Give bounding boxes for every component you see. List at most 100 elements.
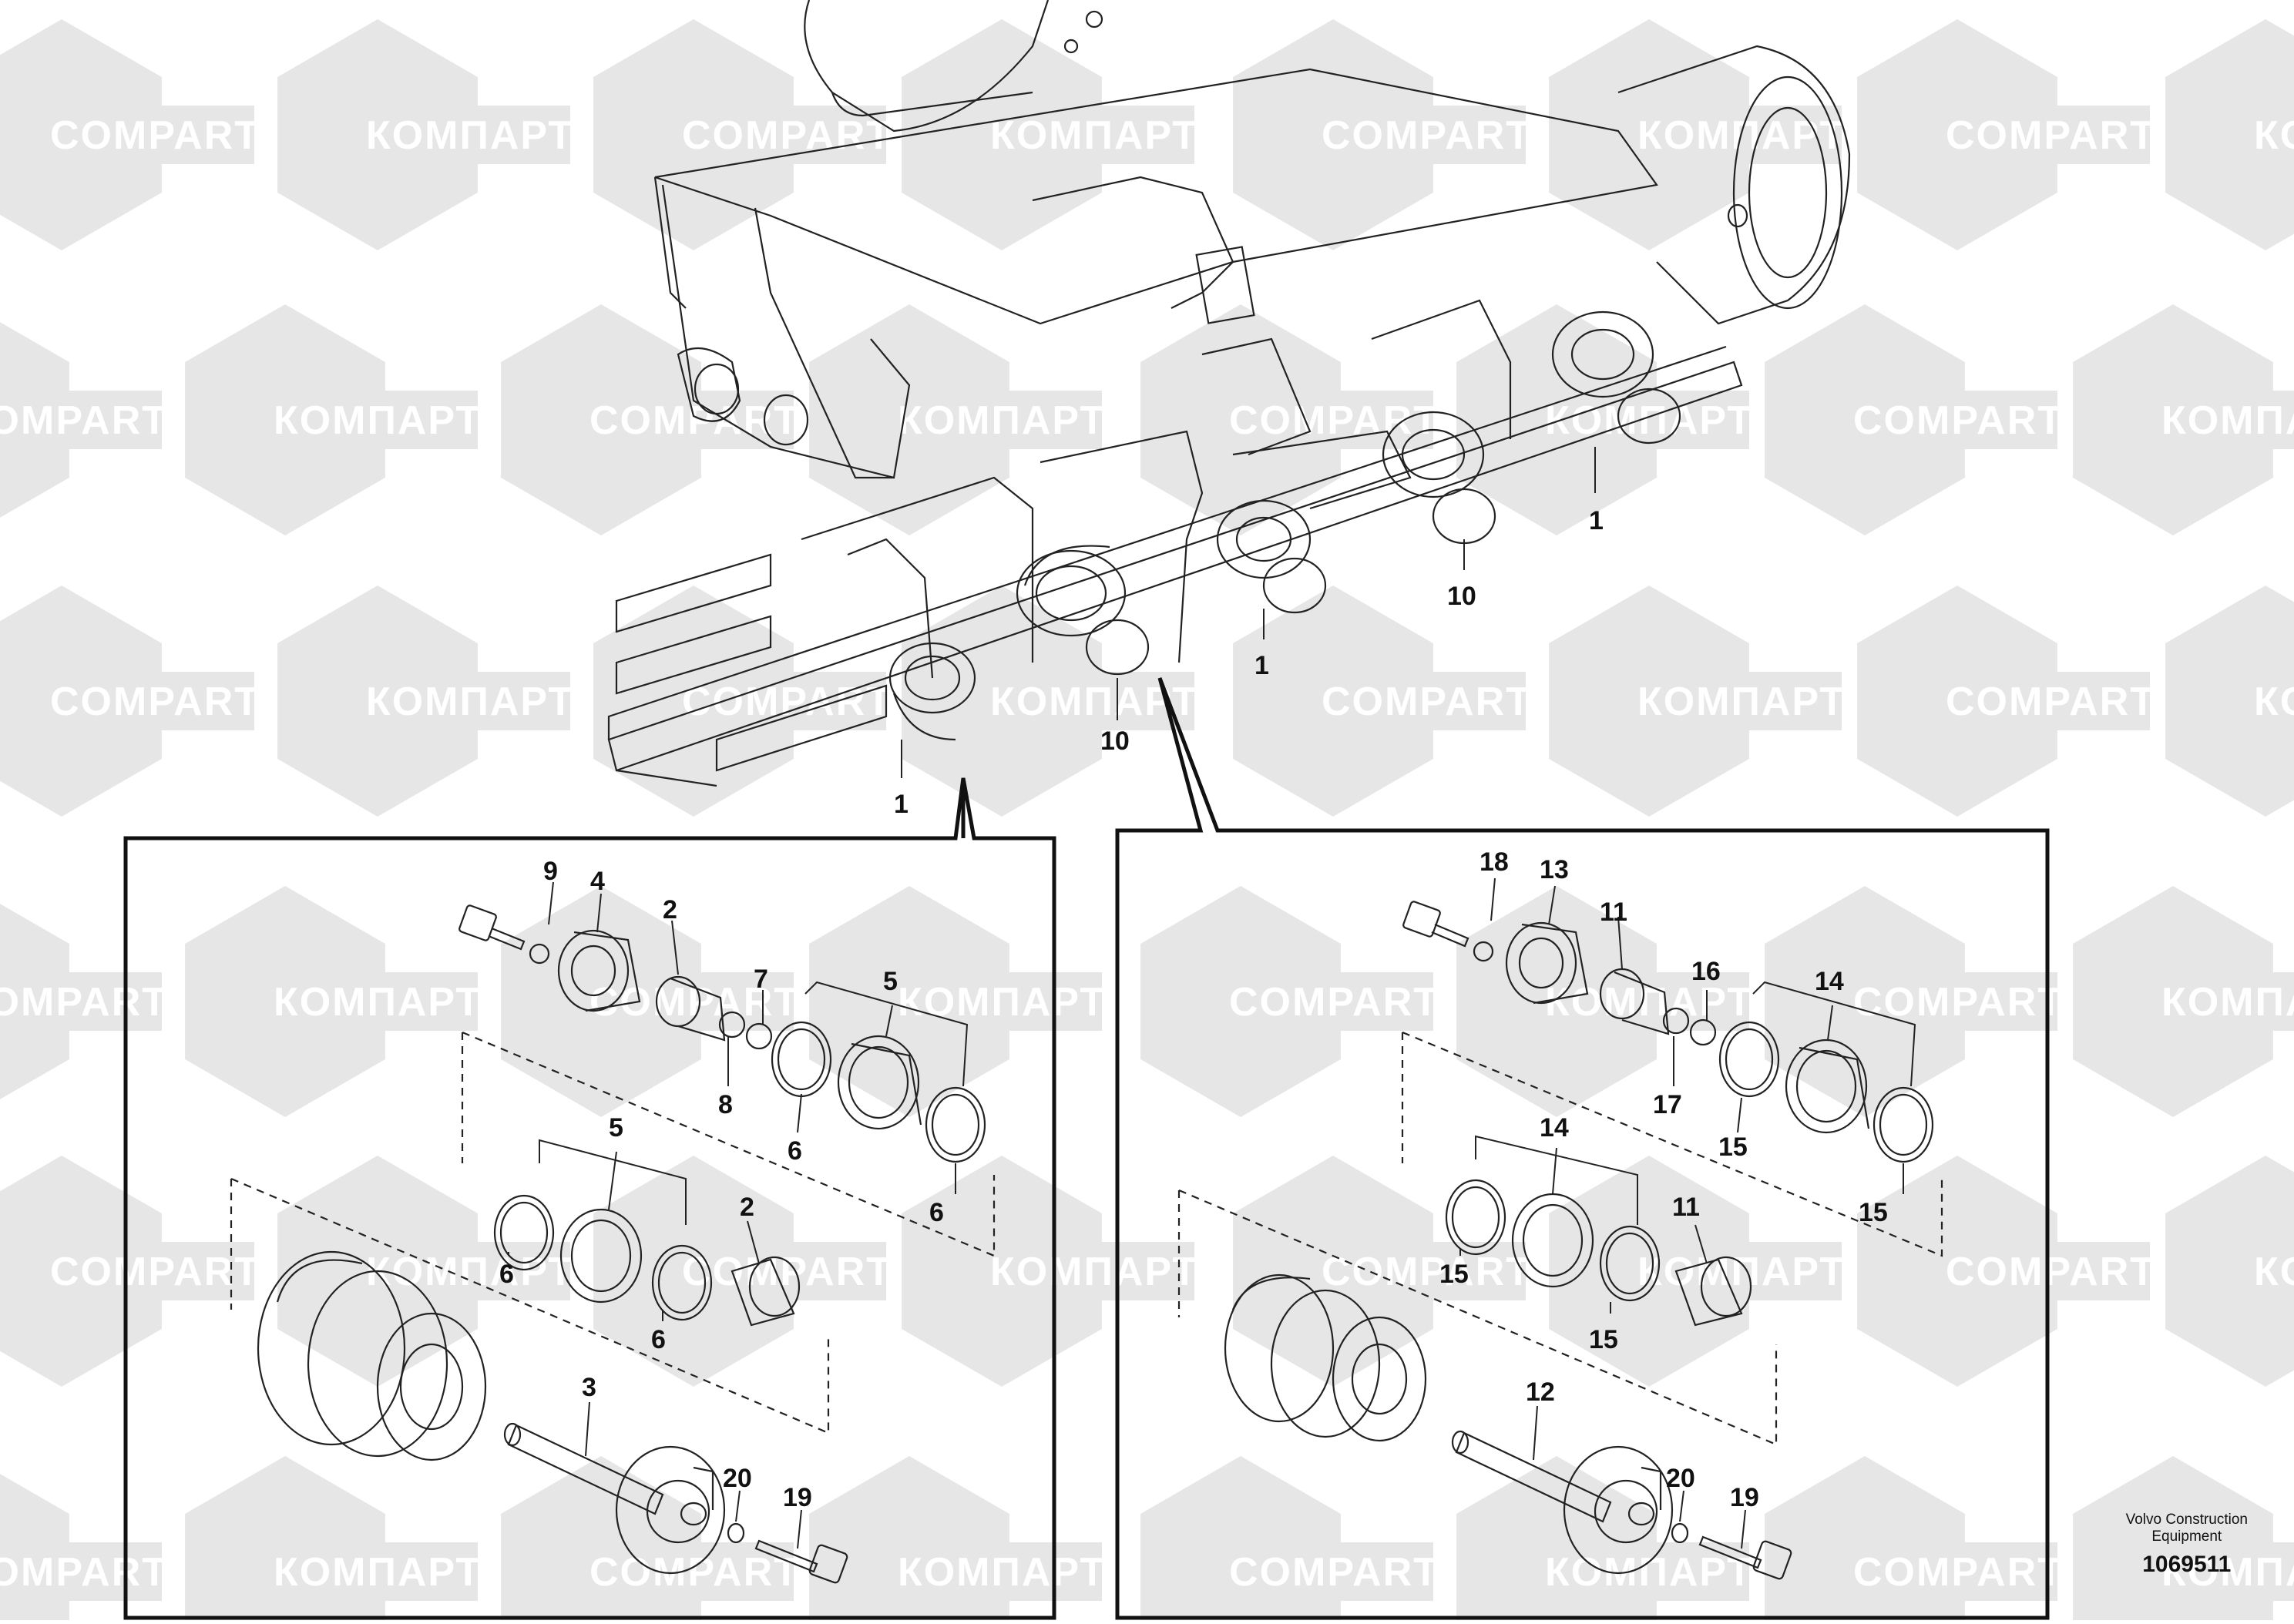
watermark-text: COMPART xyxy=(589,398,800,443)
callout-left-6c: 6 xyxy=(499,1260,514,1289)
right-callouts: 18 13 11 16 14 17 15 15 14 11 15 15 12 2… xyxy=(1439,847,1888,1512)
undercarriage-frame-drawing xyxy=(607,0,1851,787)
watermark-text: COMPART xyxy=(0,398,168,443)
callout-left-2a: 2 xyxy=(663,895,677,924)
callout-main-1c: 1 xyxy=(894,790,909,819)
watermark-text: КОМПАРТ xyxy=(990,113,1198,158)
watermark-banner xyxy=(1934,106,2150,164)
callout-left-19: 19 xyxy=(783,1483,812,1512)
watermark-banner xyxy=(578,1542,794,1601)
watermark-banner xyxy=(262,391,478,449)
shaft-left xyxy=(503,1422,664,1515)
callout-right-18: 18 xyxy=(1480,847,1509,877)
watermark-text: КОМПАРТ xyxy=(274,980,482,1025)
watermark-banner xyxy=(1626,1242,1842,1300)
watermark-banner xyxy=(2150,391,2294,449)
callout-left-6b: 6 xyxy=(929,1198,944,1227)
watermark-text: КОМПАРТ xyxy=(366,1250,574,1294)
watermark-text: COMPART xyxy=(50,113,260,158)
callout-right-19: 19 xyxy=(1730,1483,1759,1512)
callout-left-7: 7 xyxy=(754,965,768,994)
watermark-text: COMPART xyxy=(1853,1550,2064,1595)
watermark-text: COMPART xyxy=(1229,1550,1439,1595)
bushing-mid-right xyxy=(1674,1256,1752,1327)
bolt-bottom-right xyxy=(1698,1535,1792,1580)
track-roller-detail-left xyxy=(257,1250,487,1461)
callout-main-1b: 1 xyxy=(1254,651,1269,680)
callout-left-9: 9 xyxy=(543,857,558,886)
watermark-text: КОМПАРТ xyxy=(274,398,482,443)
watermark-banner xyxy=(1218,1542,1433,1601)
callout-main-1a: 1 xyxy=(1589,506,1604,535)
track-roller-detail-right xyxy=(1224,1273,1427,1442)
watermark-banner xyxy=(1842,1542,2057,1601)
watermark-text: КОМПАРТ xyxy=(2254,1250,2294,1294)
watermark-text: COMPART xyxy=(50,1250,260,1294)
watermark-text: КОМПАРТ xyxy=(1545,398,1753,443)
watermark-text: КОМПАРТ xyxy=(274,1550,482,1595)
watermark-text: КОМПАРТ xyxy=(366,113,574,158)
watermark-banner xyxy=(979,1242,1194,1300)
bolt-top-left xyxy=(458,904,526,951)
watermark-text: COMPART xyxy=(589,1550,800,1595)
shaft-right xyxy=(1451,1430,1612,1523)
bolt-bottom-left xyxy=(754,1539,848,1584)
right-detail-parts xyxy=(1177,901,1943,1580)
watermark-hexagon xyxy=(2165,1156,2294,1387)
callout-main-10a: 10 xyxy=(1447,582,1476,611)
watermark-text: КОМПАРТ xyxy=(1637,1250,1846,1294)
callout-left-20: 20 xyxy=(723,1464,752,1493)
right-detail-frame xyxy=(1115,677,2050,1620)
watermark-banner xyxy=(886,391,1102,449)
watermark-banner xyxy=(886,1542,1102,1601)
callout-right-12: 12 xyxy=(1526,1377,1555,1407)
watermark-banner xyxy=(2150,1542,2294,1601)
callout-left-5a: 5 xyxy=(883,967,898,996)
watermark-banner xyxy=(1310,672,1526,730)
watermark-banner xyxy=(578,972,794,1031)
watermark-banner xyxy=(1218,972,1433,1031)
watermark-banner xyxy=(979,106,1194,164)
main-callouts: 1 10 1 10 1 xyxy=(894,506,1604,819)
watermark-text: COMPART xyxy=(0,980,168,1025)
watermark-text: COMPART xyxy=(1853,398,2064,443)
watermark-banner xyxy=(1626,106,1842,164)
callout-right-11b: 11 xyxy=(1672,1193,1700,1222)
callout-left-6a: 6 xyxy=(788,1136,802,1166)
watermark-banner xyxy=(2242,672,2294,730)
callout-right-14b: 14 xyxy=(1540,1113,1569,1143)
callout-main-10b: 10 xyxy=(1100,726,1130,756)
watermark-banner xyxy=(1310,106,1526,164)
watermark-banner xyxy=(354,106,570,164)
watermark-banner xyxy=(1842,391,2057,449)
watermark-banner xyxy=(0,972,162,1031)
watermark-banner xyxy=(354,672,570,730)
watermark-text: КОМПАРТ xyxy=(898,980,1106,1025)
watermark-text: КОМПАРТ xyxy=(1545,980,1753,1025)
watermark-banner xyxy=(670,106,886,164)
left-callouts: 9 4 2 7 5 8 6 6 5 2 6 6 3 20 19 xyxy=(499,857,944,1512)
watermark-text: КОМПАРТ xyxy=(1545,1550,1753,1595)
end-cap-left xyxy=(615,1445,726,1575)
track-roller-3 xyxy=(1216,499,1327,614)
watermark-hexagon xyxy=(2165,586,2294,817)
watermark-text: COMPART xyxy=(1946,113,2156,158)
watermark-banner xyxy=(39,106,254,164)
watermark-banner xyxy=(1218,391,1433,449)
watermark-text: КОМПАРТ xyxy=(2254,113,2294,158)
watermark-text: КОМПАРТ xyxy=(2161,398,2294,443)
callout-left-5b: 5 xyxy=(609,1113,623,1143)
watermark-banner xyxy=(1934,1242,2150,1300)
watermark-text: КОМПАРТ xyxy=(898,398,1106,443)
watermark-banner xyxy=(2242,106,2294,164)
watermark-text: КОМПАРТ xyxy=(2254,679,2294,724)
callout-right-17: 17 xyxy=(1653,1090,1682,1119)
watermark-layer: COMPART КОМПАРТ COMPART КОМПАРТ COMPART КОМПА… xyxy=(0,19,2294,1624)
callout-left-6d: 6 xyxy=(651,1325,666,1354)
main-leader-lines xyxy=(901,447,1596,778)
watermark-text: КОМПАРТ xyxy=(2161,980,2294,1025)
watermark-text: COMPART xyxy=(682,1250,892,1294)
figure-caption: Volvo Construction Equipment 1069511 xyxy=(2126,1512,2248,1578)
callout-right-15b: 15 xyxy=(1859,1198,1888,1227)
